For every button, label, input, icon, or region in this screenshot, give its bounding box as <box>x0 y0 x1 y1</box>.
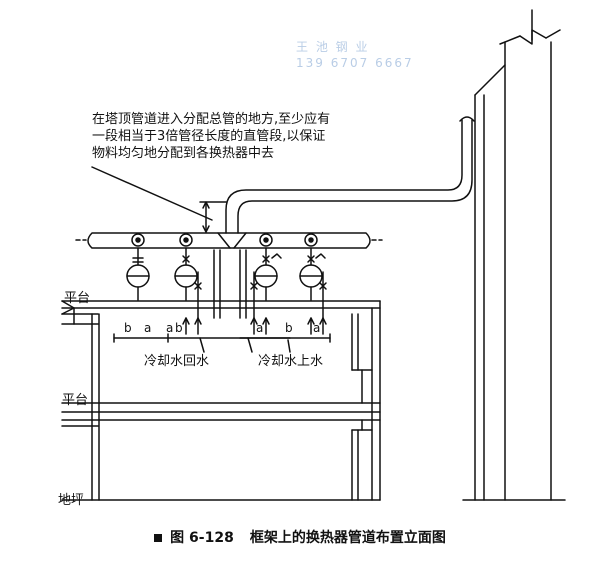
dim-b-3: b <box>285 321 293 335</box>
level-platform-top: 平台 <box>64 291 91 306</box>
dim-b-2: b <box>175 321 183 335</box>
dim-a-1: a <box>144 321 151 335</box>
dimension-letters: b a a b a b a <box>124 321 320 335</box>
lower-bracing <box>351 369 373 431</box>
watermark-name: 王 池 钢 业 <box>296 40 370 54</box>
heat-exchanger-4 <box>299 247 327 319</box>
figure-title: 框架上的换热器管道布置立面图 <box>249 530 446 546</box>
annotation-note: 在塔顶管道进入分配总管的地方,至少应有 一段相当于3倍管径长度的直管段,以保证 … <box>92 111 392 162</box>
caption-bullet-icon <box>154 534 163 542</box>
annotation-line-3: 物料均匀地分配到各换热器中去 <box>92 146 275 161</box>
level-ground: 地坪 <box>58 493 85 508</box>
watermark-phone: 139 6707 6667 <box>296 56 414 70</box>
heat-exchanger-3 <box>250 247 282 319</box>
annotation-line-2: 一段相当于3倍管径长度的直管段,以保证 <box>92 129 326 144</box>
overhead-line <box>225 116 475 234</box>
annotation-leader <box>91 166 227 233</box>
label-supply-water: 冷却水上水 <box>258 354 324 369</box>
figure-number: 图 6-128 <box>170 530 234 546</box>
label-return-water: 冷却水回水 <box>144 354 210 369</box>
steel-frame <box>61 300 381 501</box>
cooling-water-lines <box>113 317 331 353</box>
tower <box>462 9 566 501</box>
annotation-line-1: 在塔顶管道进入分配总管的地方,至少应有 <box>92 112 331 127</box>
heat-exchanger-2 <box>174 247 202 319</box>
vertical-drains <box>213 249 247 319</box>
figure-caption: 图 6-128 框架上的换热器管道布置立面图 <box>0 527 600 547</box>
heat-exchanger-1 <box>126 247 150 301</box>
dim-a-4: a <box>313 321 320 335</box>
dim-a-3: a <box>256 321 263 335</box>
distribution-header <box>75 232 383 249</box>
header-nozzles <box>131 233 318 247</box>
dim-a-2: a <box>166 321 173 335</box>
level-platform-mid: 平台 <box>62 393 89 408</box>
dim-b-1: b <box>124 321 132 335</box>
